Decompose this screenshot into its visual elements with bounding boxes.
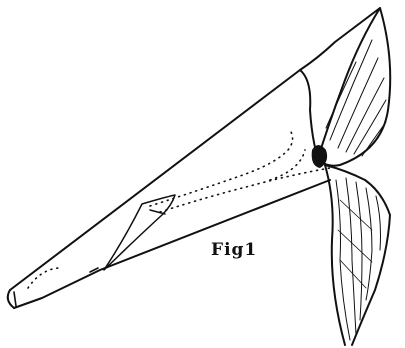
lower-blade — [325, 165, 390, 345]
tip-end — [14, 268, 98, 306]
upper-blade — [318, 8, 390, 166]
inner-fold — [104, 195, 175, 270]
dotted-lines — [28, 130, 330, 288]
figure-label: Fig1 — [211, 240, 257, 260]
